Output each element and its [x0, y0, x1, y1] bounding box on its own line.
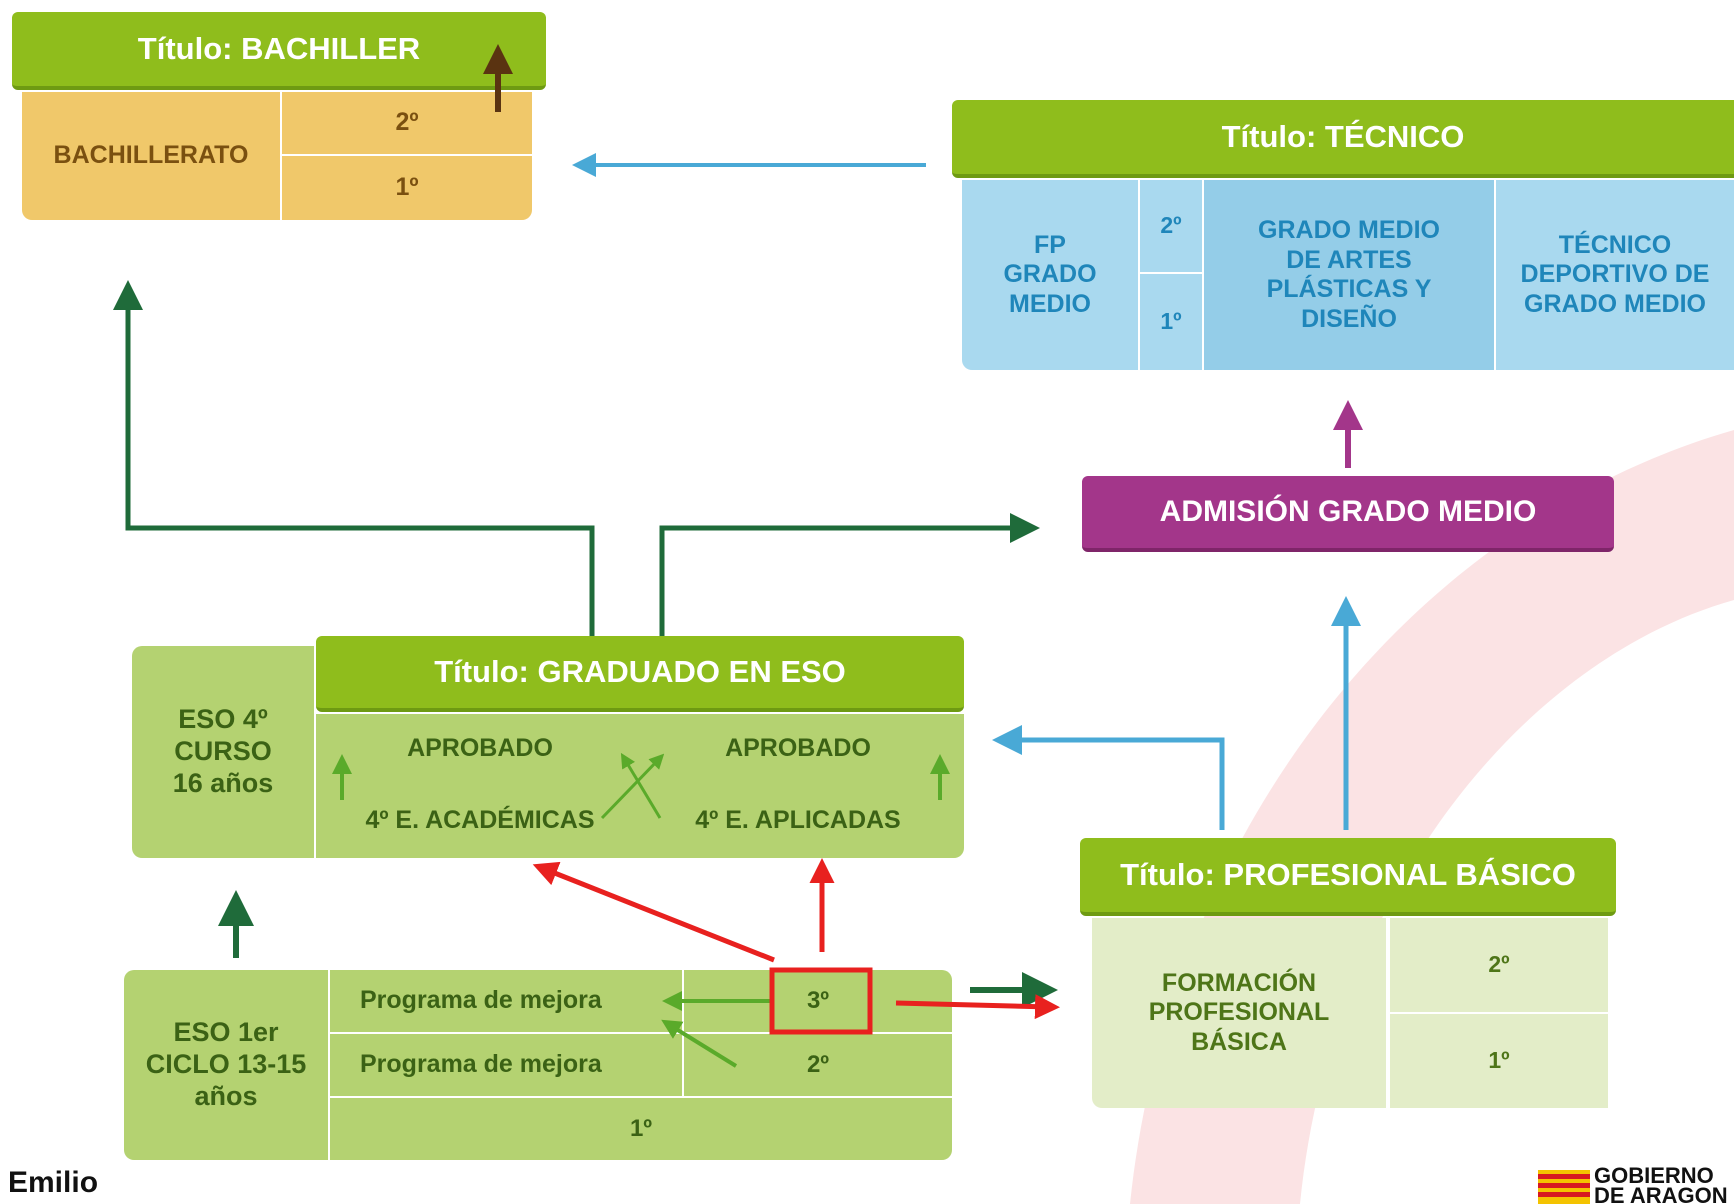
programa-mejora-2: Programa de mejora [330, 1034, 682, 1096]
bachiller-year-1: 1º [282, 156, 532, 220]
cross-arrow-1 [600, 753, 665, 820]
bachiller-block: Título: BACHILLER BACHILLERATO 2º 1º [12, 12, 546, 222]
gobierno-aragon-logo: GOBIERNO DE ARAGON [1538, 1166, 1734, 1204]
aprobado-left: APROBADO [324, 714, 636, 784]
red-arrow-to-academicas [532, 861, 775, 963]
programa-mejora-3: Programa de mejora [330, 970, 682, 1032]
fp-grado-medio: FP GRADO MEDIO [962, 180, 1138, 370]
profesional-year-1: 1º [1390, 1014, 1608, 1108]
arrow-graduado-to-bachiller [113, 280, 595, 636]
eso1-year-2: 2º [684, 1034, 952, 1096]
admision-grado-medio: ADMISIÓN GRADO MEDIO [1082, 476, 1614, 552]
cross-arrow-2 [620, 752, 662, 819]
tecnico-year-2: 2º [1140, 180, 1202, 272]
formacion-profesional-basica: FORMACIÓN PROFESIONAL BÁSICA [1092, 918, 1386, 1108]
arrow-graduado-to-admision [659, 513, 1040, 636]
red-arrow-to-profesional [895, 994, 1060, 1020]
arrow-2-to-programa [661, 1019, 738, 1068]
graduado-title: Título: GRADUADO EN ESO [316, 636, 964, 712]
highlight-box-3 [769, 967, 873, 1035]
eso-aplicadas: 4º E. APLICADAS [640, 786, 956, 856]
bachillerato-label: BACHILLERATO [22, 92, 280, 220]
aragon-flag-icon [1538, 1170, 1590, 1204]
eso1-year-1: 1º [330, 1098, 952, 1160]
gobierno-aragon-text: GOBIERNO DE ARAGON [1594, 1166, 1728, 1204]
tecnico-block: Título: TÉCNICO FP GRADO MEDIO 2º 1º GRA… [952, 100, 1734, 370]
tecnico-year-1: 1º [1140, 274, 1202, 370]
aprobado-right: APROBADO [640, 714, 956, 784]
profesional-basico-title: Título: PROFESIONAL BÁSICO [1080, 838, 1616, 916]
tecnico-deportivo: TÉCNICO DEPORTIVO DE GRADO MEDIO [1496, 180, 1734, 370]
author-label: Emilio [8, 1166, 99, 1199]
tecnico-title: Título: TÉCNICO [952, 100, 1734, 178]
bachiller-title: Título: BACHILLER [12, 12, 546, 90]
eso1-grid: Programa de mejora 3º Programa de mejora… [330, 970, 952, 1160]
bachiller-year-2: 2º [282, 92, 532, 154]
graduado-grid: APROBADO APROBADO 4º E. ACADÉMICAS 4º E.… [316, 714, 964, 858]
grado-medio-artes: GRADO MEDIO DE ARTES PLÁSTICAS Y DISEÑO [1204, 180, 1494, 370]
profesional-year-2: 2º [1390, 918, 1608, 1012]
eso-4-curso: ESO 4º CURSO 16 años [132, 646, 314, 858]
eso-academicas: 4º E. ACADÉMICAS [324, 786, 636, 856]
eso-1er-ciclo: ESO 1er CICLO 13-15 años [124, 970, 328, 1160]
arrow-profesional-to-graduado [992, 725, 1225, 830]
